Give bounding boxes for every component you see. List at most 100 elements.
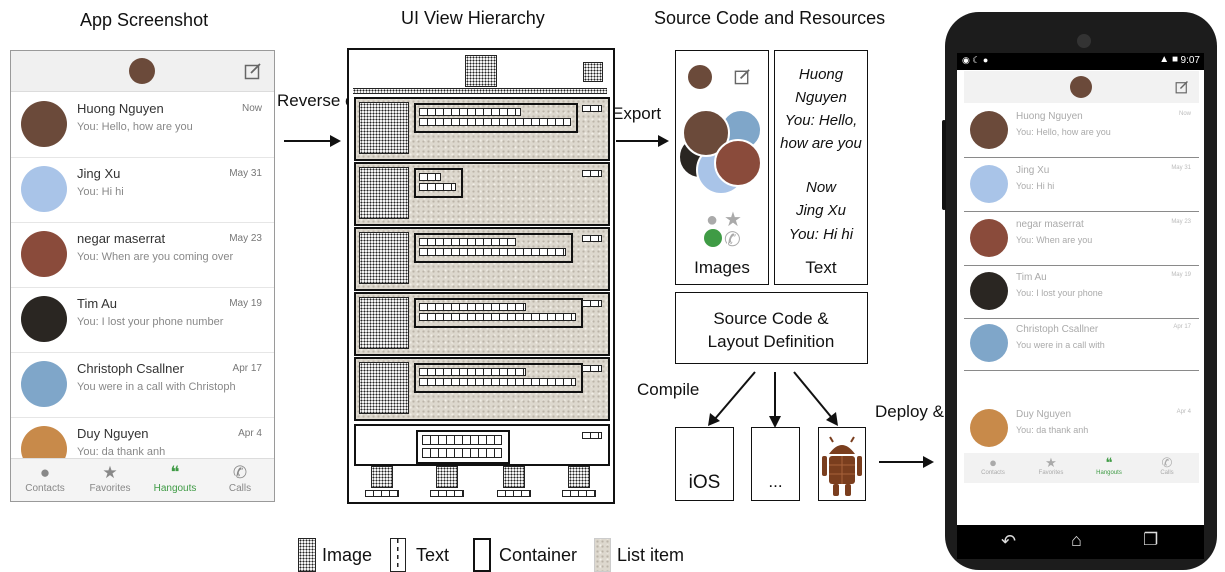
message-preview: You: da thank anh [1016,425,1089,435]
hierarchy-text-node [430,490,464,497]
notification-icons: ◉ ☾ ● [962,55,989,65]
images-label: Images [694,258,750,277]
legend-container-label: Container [499,545,578,565]
home-icon[interactable]: ⌂ [1071,530,1082,550]
hierarchy-text-node [582,235,602,242]
message-preview: You: I lost your phone number [77,316,224,328]
status-bar: ◉ ☾ ● ▲ ■ 9:07 [957,53,1204,70]
soft-keys: ↶ ⌂ ❐ [957,525,1204,559]
hierarchy-container-node [354,424,610,466]
recents-icon[interactable]: ❐ [1143,530,1159,549]
hierarchy-image-node [359,102,409,154]
legend-image-swatch [298,538,316,572]
nav-favorites[interactable]: ★Favorites [78,463,142,494]
compose-icon[interactable] [1175,80,1189,94]
message-date: May 31 [229,168,262,179]
message-preview: You: da thank anh [77,446,166,458]
hierarchy-container-node [414,233,573,263]
contact-name: Duy Nguyen [77,426,149,441]
contact-name: Jing Xu [77,166,121,181]
deploy-run-label: Deploy & Run [875,402,980,421]
hierarchy-text-node [582,365,602,372]
hierarchy-text-node [582,170,602,177]
contact-name: Tim Au [1016,272,1047,283]
hierarchy-text-node [365,490,399,497]
message-date: Now [241,103,262,114]
hierarchy-container-node [416,430,510,464]
hierarchy-list-item-node [354,357,610,421]
message-date: May 31 [1171,165,1191,171]
reverse-eng-arrow [284,135,341,147]
hierarchy-list-item-node [354,162,610,226]
view-hierarchy [347,48,615,504]
hierarchy-text-node [422,435,502,445]
legend-text-swatch [390,538,406,572]
phone-icon: ✆ [1161,455,1173,470]
nav-hangouts[interactable]: ❝Hangouts [143,463,207,494]
avatar [21,101,67,147]
message-preview: You: When are you coming over [77,251,234,263]
message-date: May 23 [1171,219,1191,225]
hierarchy-image-node [465,55,497,87]
compose-icon[interactable] [244,62,262,80]
compile-arrows [708,371,838,428]
message-preview: You: I lost your phone [1016,288,1103,298]
legend-image-label: Image [322,545,373,565]
volume-button[interactable] [942,120,946,210]
person-icon: ● [39,463,51,482]
avatar [970,111,1008,149]
message-preview: You: Hello, how are you [1016,127,1111,137]
back-icon[interactable]: ↶ [1001,531,1017,551]
hierarchy-text-node [582,105,602,112]
text-resource: You: Hello, how are you [780,112,862,152]
avatar [970,272,1008,310]
nav-favorites[interactable]: ★Favorites [1022,455,1080,476]
avatar [21,296,67,342]
avatar [21,166,67,212]
nav-label: Contacts [981,470,1005,476]
android-target [818,427,866,501]
nav-calls[interactable]: ✆Calls [1138,455,1196,476]
message-date: Apr 17 [232,363,262,374]
more-target: ... [751,427,800,501]
hierarchy-image-node [359,232,409,284]
hierarchy-list-item-node [354,227,610,291]
nav-calls[interactable]: ✆Calls [208,463,272,494]
hierarchy-text-node [419,238,516,246]
nav-contacts[interactable]: ●Contacts [964,455,1022,476]
profile-avatar[interactable] [129,58,155,84]
avatar [21,231,67,277]
message-date: Apr 17 [1173,324,1191,330]
nav-label: Calls [228,483,252,494]
ui-view-hierarchy-heading: UI View Hierarchy [401,8,545,28]
compose-icon [734,69,750,85]
nav-hangouts[interactable]: ❝Hangouts [1080,455,1138,476]
source-code-box: Source Code & Layout Definition [675,292,868,364]
message-date: Apr 4 [238,428,262,439]
text-resource: Huong Nguyen [795,66,847,106]
hierarchy-text-node [582,300,602,307]
hangouts-icon: ❝ [1105,455,1113,470]
hierarchy-text-node [562,490,596,497]
nav-contacts[interactable]: ●Contacts [13,463,77,494]
hierarchy-divider [353,88,607,94]
message-preview: You: Hi hi [1016,181,1055,191]
front-camera [1077,34,1091,48]
export-label: Export [612,104,662,123]
message-date: Now [1178,111,1191,117]
nav-label: Hangouts [153,483,197,494]
profile-avatar[interactable] [1070,76,1092,98]
